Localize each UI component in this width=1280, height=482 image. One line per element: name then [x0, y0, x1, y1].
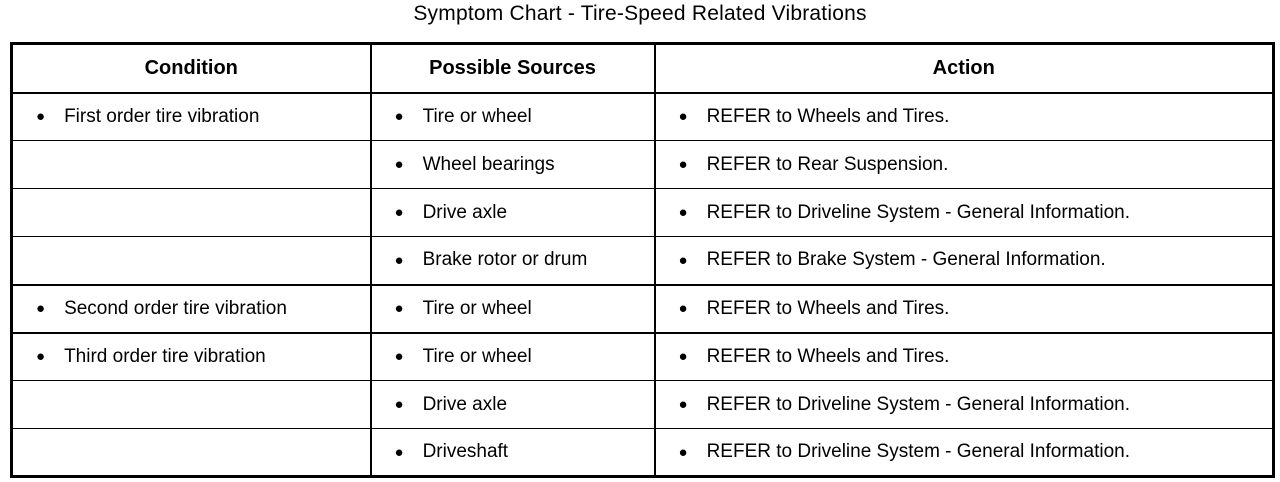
- action-cell: ● REFER to Wheels and Tires.: [653, 91, 1275, 141]
- action-text: REFER to Wheels and Tires.: [706, 105, 950, 127]
- source-cell: ● Drive axle: [369, 380, 656, 429]
- table-row: ● Brake rotor or drum ● REFER to Brake S…: [10, 236, 1275, 285]
- table-row: ● Driveshaft ● REFER to Driveline System…: [10, 428, 1275, 477]
- bullet-icon: ●: [394, 251, 404, 269]
- action-cell: ● REFER to Rear Suspension.: [653, 140, 1275, 189]
- table-row: ● Drive axle ● REFER to Driveline System…: [10, 380, 1275, 429]
- bullet-icon: ●: [678, 348, 688, 366]
- table-row: ● Wheel bearings ● REFER to Rear Suspens…: [10, 140, 1275, 189]
- condition-cell: ● First order tire vibration: [10, 91, 372, 141]
- action-cell: ● REFER to Driveline System - General In…: [653, 188, 1275, 237]
- bullet-icon: ●: [394, 348, 404, 366]
- action-text: REFER to Driveline System - General Info…: [706, 393, 1130, 415]
- source-cell: ● Driveshaft: [369, 428, 656, 477]
- condition-cell: [10, 140, 372, 189]
- page-title: Symptom Chart - Tire-Speed Related Vibra…: [413, 2, 867, 25]
- table-row: ● Second order tire vibration ● Tire or …: [10, 283, 1275, 333]
- bullet-icon: ●: [394, 204, 404, 221]
- source-text: Brake rotor or drum: [422, 249, 588, 271]
- bullet-icon: ●: [394, 396, 404, 413]
- condition-text: Third order tire vibration: [64, 345, 266, 367]
- condition-text: Second order tire vibration: [64, 297, 287, 319]
- action-cell: ● REFER to Brake System - General Inform…: [653, 236, 1275, 285]
- table-row: ● Third order tire vibration ● Tire or w…: [10, 331, 1275, 381]
- action-text: REFER to Rear Suspension.: [706, 153, 949, 175]
- condition-cell: ● Third order tire vibration: [10, 331, 372, 381]
- source-cell: ● Brake rotor or drum: [369, 236, 656, 285]
- bullet-icon: ●: [36, 108, 46, 126]
- source-text: Drive axle: [422, 201, 508, 223]
- bullet-icon: ●: [394, 443, 404, 461]
- column-header-condition: Condition: [10, 43, 372, 94]
- source-text: Wheel bearings: [422, 153, 555, 175]
- bullet-icon: ●: [678, 251, 688, 269]
- bullet-icon: ●: [36, 348, 46, 366]
- source-text: Tire or wheel: [422, 297, 532, 319]
- condition-cell: [10, 236, 372, 285]
- action-text: REFER to Brake System - General Informat…: [706, 249, 1106, 271]
- action-text: REFER to Wheels and Tires.: [706, 345, 950, 367]
- bullet-icon: ●: [678, 156, 688, 173]
- action-cell: ● REFER to Wheels and Tires.: [653, 283, 1275, 333]
- column-header-possible-sources: Possible Sources: [369, 43, 656, 94]
- action-cell: ● REFER to Driveline System - General In…: [653, 380, 1275, 429]
- condition-cell: ● Second order tire vibration: [10, 283, 372, 333]
- action-text: REFER to Driveline System - General Info…: [706, 441, 1130, 462]
- bullet-icon: ●: [678, 300, 688, 317]
- column-header-action: Action: [653, 43, 1275, 94]
- table-row: ● First order tire vibration ● Tire or w…: [10, 91, 1275, 141]
- symptom-chart-table: Condition Possible Sources Action ● Firs…: [10, 42, 1275, 478]
- bullet-icon: ●: [36, 300, 46, 317]
- bullet-icon: ●: [678, 396, 688, 413]
- bullet-icon: ●: [678, 108, 688, 126]
- source-cell: ● Tire or wheel: [369, 91, 656, 141]
- action-cell: ● REFER to Wheels and Tires.: [653, 331, 1275, 381]
- bullet-icon: ●: [678, 204, 688, 221]
- condition-cell: [10, 428, 372, 477]
- bullet-icon: ●: [394, 108, 404, 126]
- condition-text: First order tire vibration: [64, 105, 260, 127]
- action-cell: ● REFER to Driveline System - General In…: [653, 428, 1275, 477]
- bullet-icon: ●: [678, 443, 688, 461]
- source-cell: ● Tire or wheel: [369, 331, 656, 381]
- source-text: Drive axle: [422, 393, 508, 415]
- table-header-row: Condition Possible Sources Action: [10, 43, 1275, 94]
- source-text: Tire or wheel: [422, 105, 532, 127]
- source-text: Driveshaft: [422, 441, 509, 462]
- action-text: REFER to Wheels and Tires.: [706, 297, 950, 319]
- source-cell: ● Drive axle: [369, 188, 656, 237]
- source-text: Tire or wheel: [422, 345, 532, 367]
- bullet-icon: ●: [394, 300, 404, 317]
- bullet-icon: ●: [394, 156, 404, 173]
- condition-cell: [10, 380, 372, 429]
- condition-cell: [10, 188, 372, 237]
- source-cell: ● Tire or wheel: [369, 283, 656, 333]
- source-cell: ● Wheel bearings: [369, 140, 656, 189]
- action-text: REFER to Driveline System - General Info…: [706, 201, 1130, 223]
- table-row: ● Drive axle ● REFER to Driveline System…: [10, 188, 1275, 237]
